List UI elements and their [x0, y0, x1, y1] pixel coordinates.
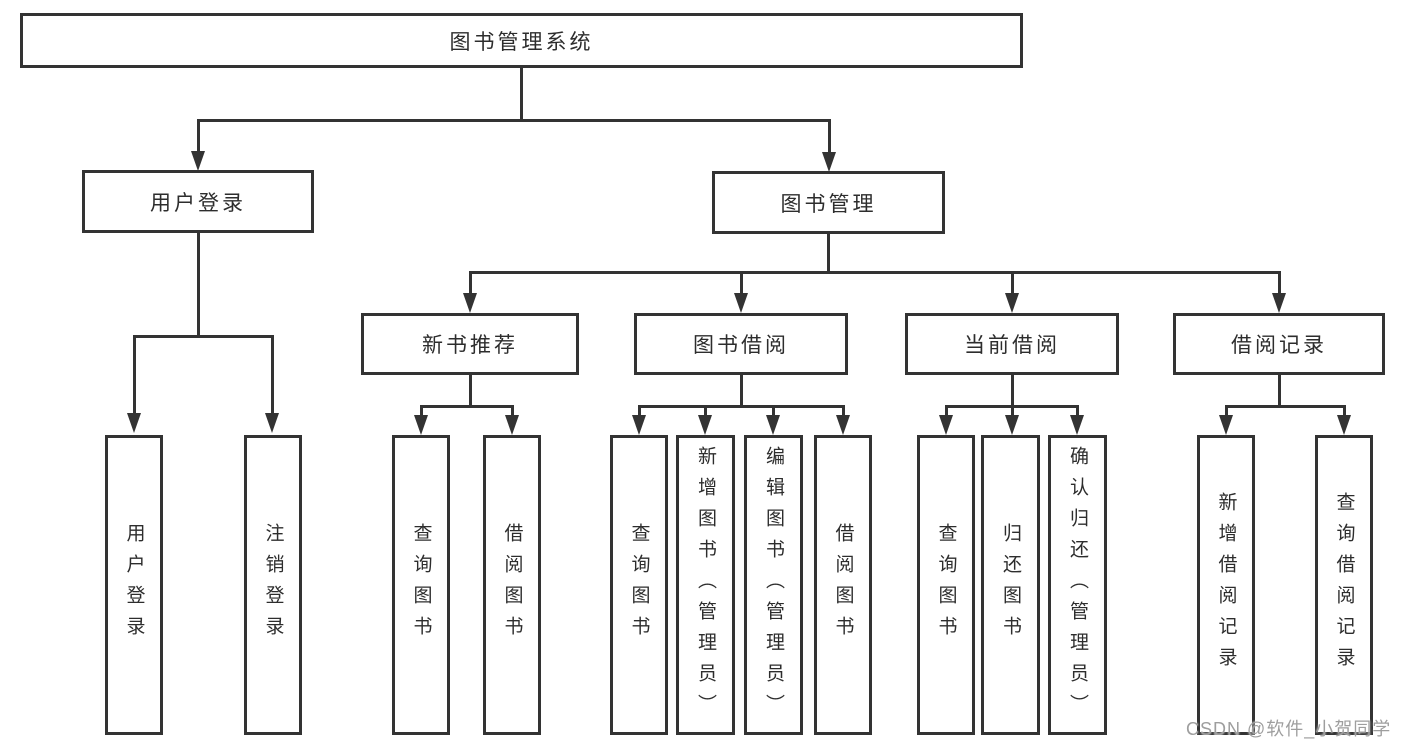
node-user-login: 用户登录 [82, 170, 314, 233]
leaf-borrow-books-borrow-label: 借阅图书 [832, 523, 854, 647]
leaf-logout-label: 注销登录 [262, 523, 284, 647]
node-new-book-recommend: 新书推荐 [361, 313, 579, 375]
node-book-management: 图书管理 [712, 171, 945, 234]
connector-arrow [1005, 293, 1019, 313]
connector-line [469, 271, 472, 293]
connector-arrow [127, 413, 141, 433]
connector-line [827, 234, 830, 271]
node-book-borrow: 图书借阅 [634, 313, 848, 375]
leaf-add-book-admin: 新增图书（管理员） [676, 435, 735, 735]
node-current-borrow: 当前借阅 [905, 313, 1119, 375]
leaf-edit-book-admin: 编辑图书（管理员） [744, 435, 803, 735]
connector-arrow [632, 415, 646, 435]
leaf-user-login: 用户登录 [105, 435, 163, 735]
leaf-borrow-books-recommend-label: 借阅图书 [501, 523, 523, 647]
connector-arrow [1005, 415, 1019, 435]
connector-line [1011, 375, 1014, 405]
leaf-query-books-borrow-label: 查询图书 [628, 523, 650, 647]
leaf-user-login-label: 用户登录 [123, 523, 145, 647]
connector-arrow [766, 415, 780, 435]
connector-line [842, 405, 845, 415]
node-user-login-label: 用户登录 [150, 191, 246, 215]
node-root: 图书管理系统 [20, 13, 1023, 68]
connector-line [1278, 271, 1281, 293]
connector-arrow [505, 415, 519, 435]
connector-line [511, 405, 514, 415]
connector-line [740, 271, 743, 293]
node-root-label: 图书管理系统 [449, 30, 594, 54]
leaf-return-book: 归还图书 [981, 435, 1040, 735]
connector-arrow [1070, 415, 1084, 435]
connector-line [1343, 405, 1346, 415]
connector-line [772, 405, 775, 415]
node-current-borrow-label: 当前借阅 [964, 334, 1060, 357]
leaf-query-books-current-label: 查询图书 [935, 523, 957, 647]
connector-arrow [265, 413, 279, 433]
leaf-query-borrow-record-label: 查询借阅记录 [1333, 492, 1355, 678]
leaf-return-book-label: 归还图书 [1000, 523, 1021, 647]
connector-line [1011, 271, 1014, 293]
connector-line [197, 119, 831, 122]
leaf-edit-book-admin-label: 编辑图书（管理员） [763, 445, 784, 725]
leaf-borrow-books-borrow: 借阅图书 [814, 435, 872, 735]
leaf-add-borrow-record-label: 新增借阅记录 [1215, 492, 1237, 678]
leaf-logout: 注销登录 [244, 435, 302, 735]
connector-line [420, 405, 423, 415]
connector-line [638, 405, 641, 415]
node-book-management-label: 图书管理 [780, 192, 877, 216]
connector-line [197, 233, 200, 335]
connector-line [197, 119, 200, 151]
connector-line [1225, 405, 1346, 408]
connector-arrow [939, 415, 953, 435]
leaf-confirm-return-admin-label: 确认归还（管理员） [1067, 445, 1088, 725]
connector-line [945, 405, 948, 415]
leaf-query-books-recommend: 查询图书 [392, 435, 450, 735]
connector-line [420, 405, 514, 408]
connector-arrow [734, 293, 748, 313]
leaf-add-borrow-record: 新增借阅记录 [1197, 435, 1255, 735]
connector-arrow [414, 415, 428, 435]
connector-arrow [1219, 415, 1233, 435]
leaf-query-borrow-record: 查询借阅记录 [1315, 435, 1373, 735]
connector-line [469, 271, 1281, 274]
connector-line [704, 405, 707, 415]
leaf-add-book-admin-label: 新增图书（管理员） [695, 445, 716, 725]
node-book-borrow-label: 图书借阅 [693, 334, 789, 357]
leaf-query-books-borrow: 查询图书 [610, 435, 668, 735]
connector-line [1011, 405, 1014, 415]
connector-line [271, 335, 274, 413]
connector-line [133, 335, 274, 338]
connector-arrow [191, 151, 205, 171]
connector-line [133, 335, 136, 413]
connector-arrow [836, 415, 850, 435]
connector-line [469, 375, 472, 405]
leaf-borrow-books-recommend: 借阅图书 [483, 435, 541, 735]
node-borrow-records-label: 借阅记录 [1231, 334, 1327, 357]
connector-line [520, 68, 523, 121]
connector-arrow [463, 293, 477, 313]
leaf-query-books-recommend-label: 查询图书 [410, 523, 432, 647]
connector-line [1278, 375, 1281, 405]
connector-line [1225, 405, 1228, 415]
node-new-book-recommend-label: 新书推荐 [422, 334, 518, 357]
node-borrow-records: 借阅记录 [1173, 313, 1385, 375]
connector-line [1076, 405, 1079, 415]
leaf-query-books-current: 查询图书 [917, 435, 975, 735]
connector-line [828, 119, 831, 152]
connector-arrow [1272, 293, 1286, 313]
connector-arrow [1337, 415, 1351, 435]
connector-arrow [822, 152, 836, 172]
csdn-watermark: CSDN @软件_小贺同学 [1186, 719, 1392, 739]
connector-arrow [698, 415, 712, 435]
connector-line [740, 375, 743, 405]
leaf-confirm-return-admin: 确认归还（管理员） [1048, 435, 1107, 735]
connector-line [638, 405, 845, 408]
